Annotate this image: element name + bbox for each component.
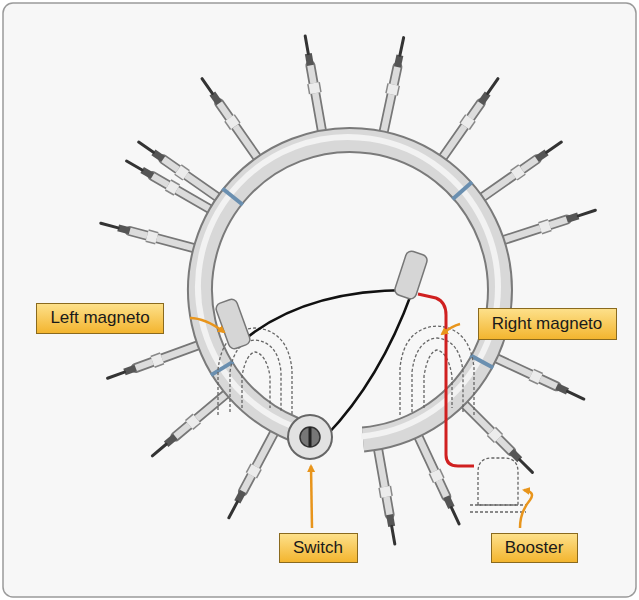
ring-clamp bbox=[222, 189, 242, 205]
spark-plug-lead bbox=[202, 79, 264, 167]
callout-label: Switch bbox=[293, 538, 343, 558]
switch-callout: Switch bbox=[279, 533, 358, 563]
frame bbox=[3, 3, 636, 597]
callout-label: Left magneto bbox=[50, 308, 149, 328]
switch-body bbox=[288, 415, 332, 459]
spark-plug-lead bbox=[305, 36, 324, 142]
spark-plug-lead bbox=[139, 142, 227, 204]
booster-outline bbox=[470, 458, 526, 512]
ring-clamp bbox=[470, 355, 493, 367]
spark-plug-lead bbox=[436, 79, 498, 167]
callout-label: Right magneto bbox=[492, 314, 603, 334]
switch-lever bbox=[309, 427, 312, 447]
left-magneto-lead bbox=[214, 298, 251, 351]
booster-wire bbox=[418, 294, 474, 466]
spark-plug-lead bbox=[486, 353, 584, 399]
spark-plug-lead bbox=[376, 438, 395, 544]
harness-ring bbox=[198, 137, 500, 439]
magneto-callout: Left magneto bbox=[36, 303, 164, 334]
spark-plug-leads bbox=[101, 36, 596, 544]
spark-plug-lead bbox=[108, 341, 209, 378]
magneto-wire bbox=[238, 290, 408, 345]
spark-plug-lead bbox=[152, 386, 235, 455]
spark-plug-lead bbox=[101, 223, 205, 251]
leader-arrows bbox=[190, 318, 532, 528]
switch-wire bbox=[326, 292, 412, 436]
right-magneto-lead bbox=[393, 250, 428, 301]
spark-plug-lead bbox=[413, 426, 459, 524]
switch-knob bbox=[300, 427, 320, 447]
spark-plug-lead bbox=[493, 210, 596, 243]
magneto-outlines bbox=[218, 326, 474, 415]
callout-label: Booster bbox=[505, 538, 564, 558]
spark-plug-lead bbox=[473, 142, 561, 204]
spark-plug-lead bbox=[381, 38, 403, 144]
ring-clamp bbox=[211, 362, 233, 376]
booster-callout: Booster bbox=[491, 533, 578, 563]
spark-plug-lead bbox=[229, 422, 280, 517]
spark-plug-lead bbox=[456, 396, 532, 472]
magneto-callout: Right magneto bbox=[478, 308, 617, 340]
ring-clamp bbox=[453, 182, 472, 199]
